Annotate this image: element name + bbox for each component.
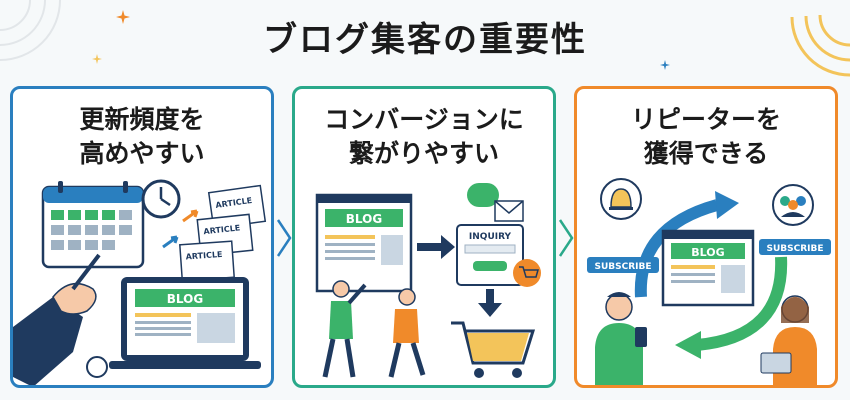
illustration-calendar-articles: ARTICLE ARTICLE ARTICLE BLOG xyxy=(13,179,267,385)
person-with-phone-icon xyxy=(595,292,647,385)
svg-text:INQUIRY: INQUIRY xyxy=(469,232,512,242)
clock-icon xyxy=(141,179,181,219)
laptop-icon: BLOG xyxy=(109,277,261,369)
decorative-arcs-right xyxy=(790,14,850,77)
svg-text:BLOG: BLOG xyxy=(346,212,382,226)
panel-update-frequency: 更新頻度を 高めやすい xyxy=(10,86,274,388)
person-walking-icon xyxy=(388,288,426,378)
panel-title: コンバージョンに 繋がりやすい xyxy=(295,103,553,171)
inquiry-form-icon: INQUIRY xyxy=(456,224,524,286)
panel-title: 更新頻度を 高めやすい xyxy=(13,103,271,171)
sparkle-icon xyxy=(116,10,130,24)
hand-with-pen-icon xyxy=(13,253,108,385)
calendar-icon xyxy=(41,181,145,269)
svg-text:ARTICLE: ARTICLE xyxy=(203,223,241,236)
cart-badge-icon xyxy=(513,259,541,287)
shopping-cart-icon xyxy=(451,321,536,378)
panel-title-line2: 繋がりやすい xyxy=(348,139,499,168)
chevron-right-icon xyxy=(276,219,292,257)
cycle-arrow-blue xyxy=(634,199,719,298)
page-title: ブログ集客の重要性 xyxy=(263,20,587,60)
panel-title: リピーターを 獲得できる xyxy=(577,103,835,171)
panel-title-line2: 獲得できる xyxy=(643,139,769,168)
illustration-repeat-cycle: BLOG SUBSCRIBE SUBSCRIBE xyxy=(587,178,831,385)
person-with-laptop-icon xyxy=(760,295,817,385)
bell-icon xyxy=(600,178,642,220)
blog-page-icon: BLOG xyxy=(661,229,755,307)
chat-bubble-icon xyxy=(467,183,524,222)
svg-text:ARTICLE: ARTICLE xyxy=(185,250,222,262)
panel-conversion: コンバージョンに 繋がりやすい BLOG INQUIRY xyxy=(292,86,556,388)
svg-text:SUBSCRIBE: SUBSCRIBE xyxy=(766,244,823,254)
decorative-arcs-left xyxy=(0,0,61,61)
svg-text:SUBSCRIBE: SUBSCRIBE xyxy=(594,262,651,272)
svg-text:BLOG: BLOG xyxy=(167,292,203,306)
panel-repeaters: リピーターを 獲得できる BLOG xyxy=(574,86,838,388)
illustration-conversion-funnel: BLOG INQUIRY xyxy=(315,183,541,378)
cycle-arrow-green xyxy=(696,256,788,351)
panel-title-line2: 高めやすい xyxy=(79,139,205,168)
subscribe-badge: SUBSCRIBE xyxy=(587,257,659,273)
panel-title-line1: リピーターを xyxy=(630,105,781,134)
panel-title-line1: 更新頻度を xyxy=(79,105,205,134)
chevron-right-icon xyxy=(558,219,574,257)
article-icon: ARTICLE ARTICLE ARTICLE xyxy=(162,184,267,282)
panel-title-line1: コンバージョンに xyxy=(324,105,524,134)
arrow-right-icon xyxy=(417,235,455,259)
person-pointing-icon xyxy=(322,280,367,378)
sparkle-icon xyxy=(660,60,670,70)
subscribe-badge: SUBSCRIBE xyxy=(759,239,831,255)
arrow-down-icon xyxy=(478,289,502,317)
blog-page-icon: BLOG xyxy=(315,193,413,293)
sparkle-icon xyxy=(92,54,102,64)
users-icon xyxy=(772,184,814,226)
svg-text:BLOG: BLOG xyxy=(691,246,724,259)
